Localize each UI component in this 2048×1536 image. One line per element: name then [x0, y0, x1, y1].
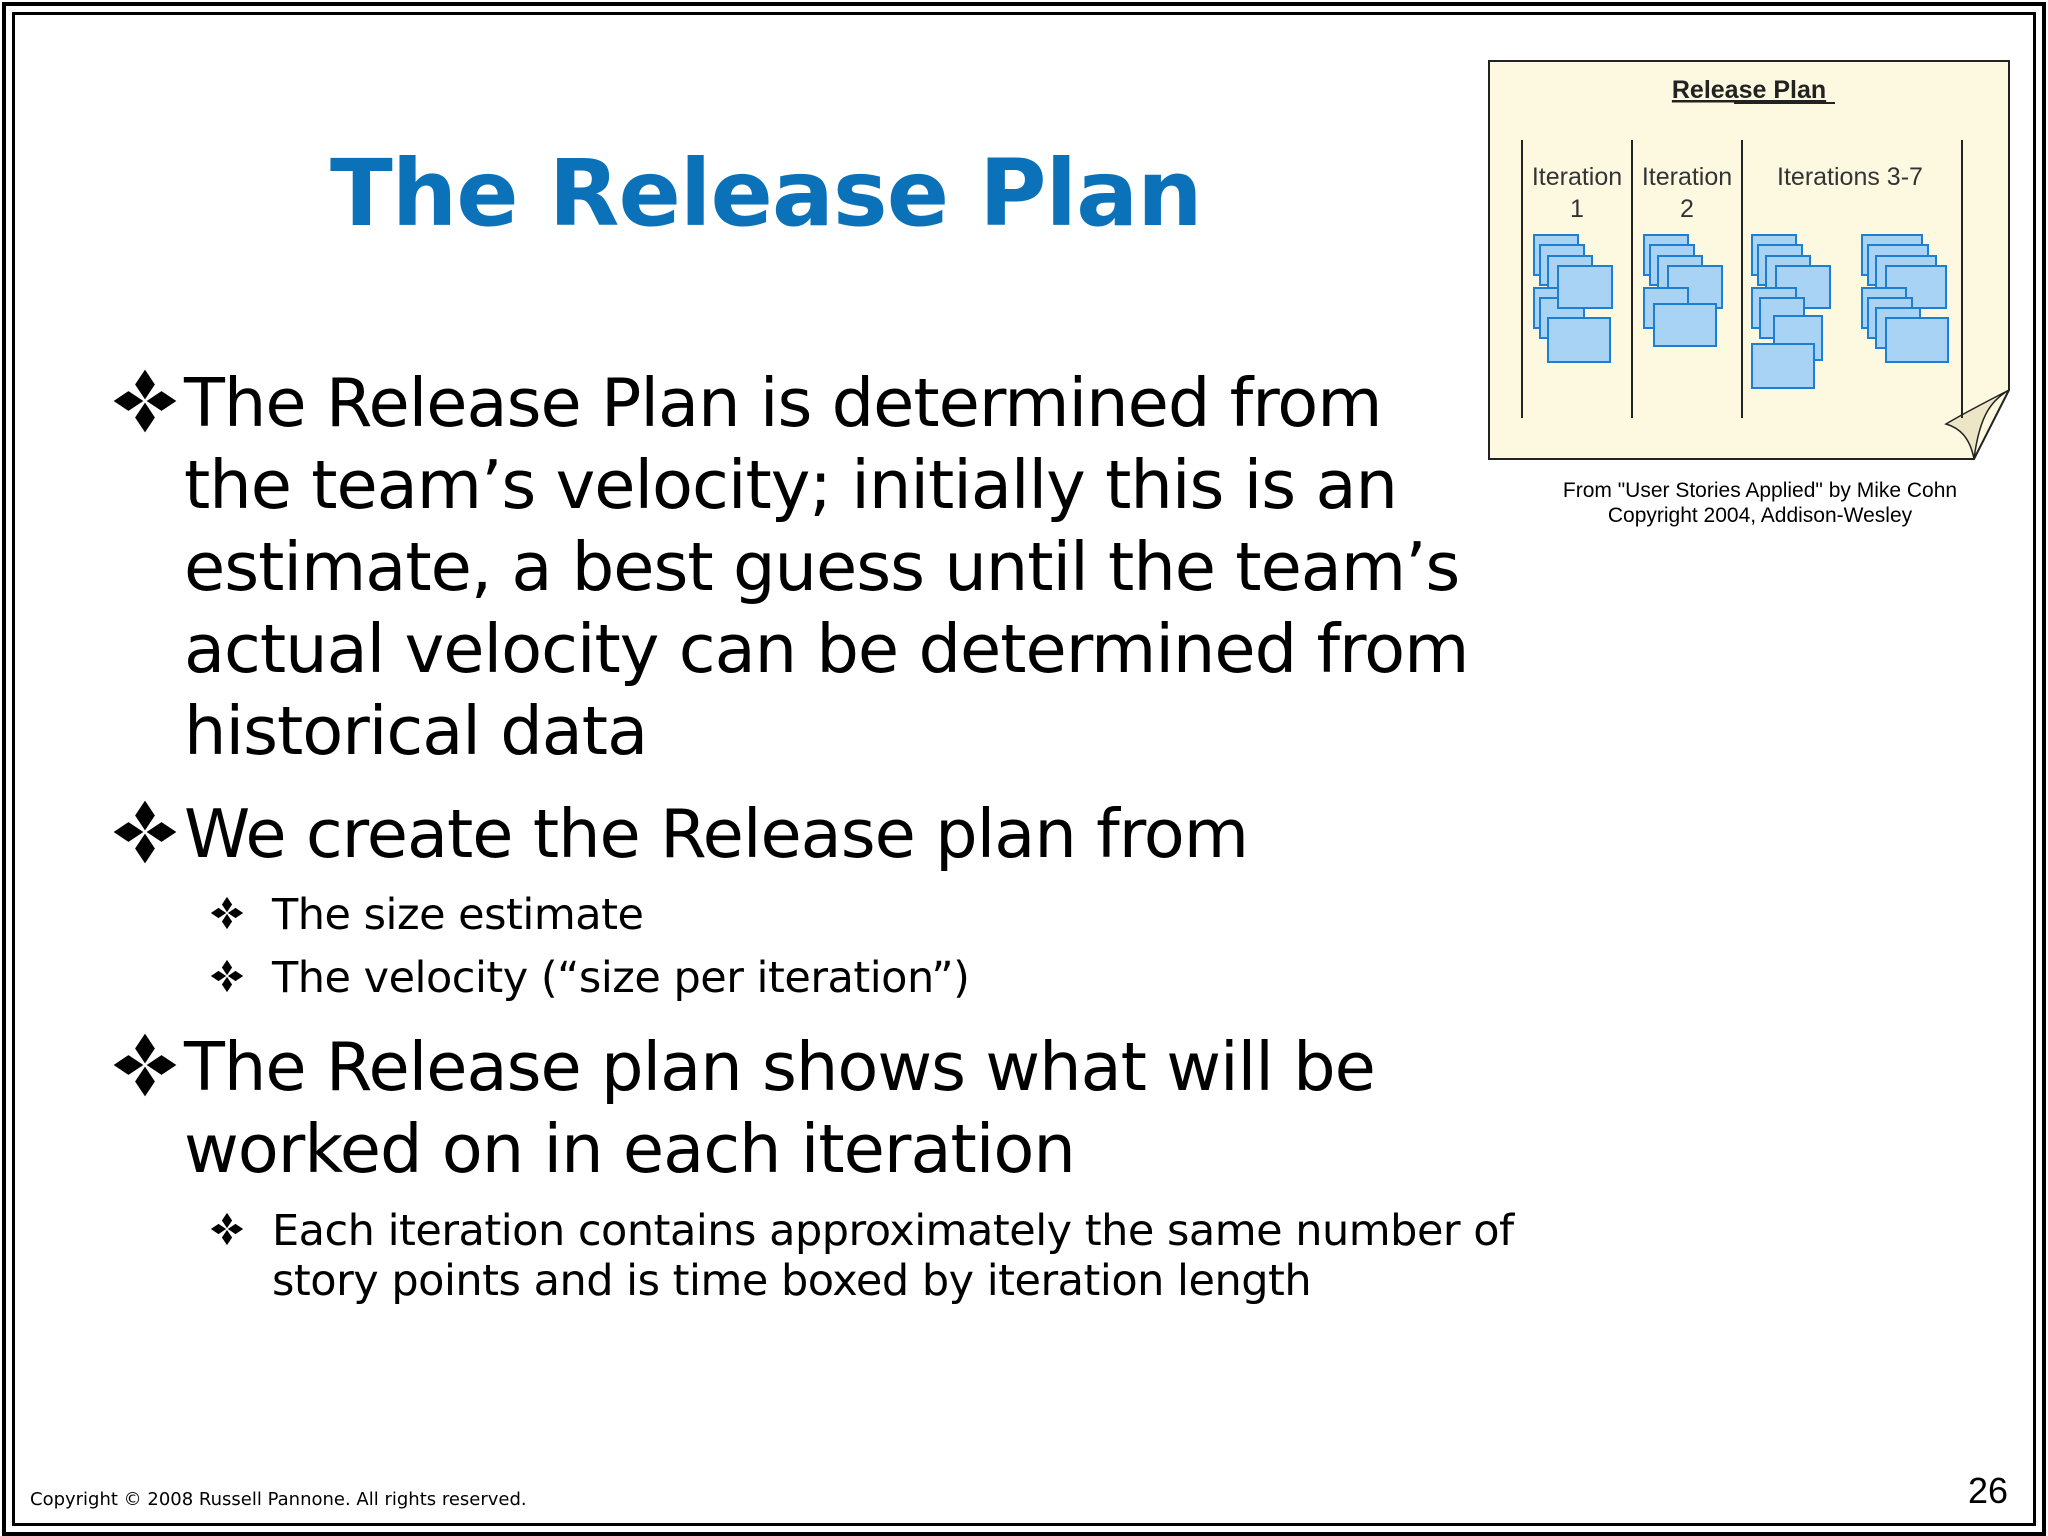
column-label: Iteration: [1642, 163, 1732, 191]
story-card-stack-1: [1533, 234, 1613, 363]
figure-heading: Release Plan: [1672, 76, 1826, 104]
story-card-stack-3: [1751, 234, 1831, 389]
column-label: Iteration: [1532, 163, 1622, 191]
four-diamond-bullet-icon: [113, 800, 177, 864]
bullet-text: The Release plan shows what will be work…: [184, 1026, 1376, 1190]
figure-credit-line: Copyright 2004, Addison-Wesley: [1607, 504, 1913, 527]
sub-bullet-text: The size estimate: [272, 890, 644, 940]
bullet-line: historical data: [184, 692, 648, 770]
page-number: 26: [1967, 1470, 2008, 1511]
page-curl-corner: [1944, 389, 2010, 460]
four-diamond-bullet-icon: [113, 369, 177, 433]
slide-title: The Release Plan: [330, 140, 1203, 247]
bullet-text: The Release Plan is determined from the …: [184, 362, 1469, 772]
four-diamond-bullet-icon: [210, 1212, 244, 1246]
sticky-note-background: [1488, 60, 2010, 460]
story-card-stack-4: [1861, 234, 1949, 363]
column-label: 2: [1680, 195, 1694, 223]
bullet-line: worked on in each iteration: [184, 1110, 1076, 1188]
slide-inner-border: [12, 12, 2036, 1526]
column-label: Iterations 3-7: [1777, 163, 1923, 191]
figure-credit-line: From "User Stories Applied" by Mike Cohn: [1562, 479, 1958, 502]
four-diamond-bullet-icon: [113, 1033, 177, 1097]
release-plan-figure: Release Plan Iteration 1 Iteration 2 Ite…: [1488, 60, 2010, 460]
copyright-footer: Copyright © 2008 Russell Pannone. All ri…: [30, 1489, 527, 1510]
bullet-line: We create the Release plan from: [184, 795, 1249, 873]
bullet-line: The Release plan shows what will be: [184, 1028, 1376, 1106]
figure-credit: From "User Stories Applied" by Mike Cohn…: [1500, 478, 2020, 528]
sub-bullet-text: The velocity (“size per iteration”): [272, 953, 970, 1003]
four-diamond-bullet-icon: [210, 896, 244, 930]
bullet-line: The Release Plan is determined from: [184, 364, 1383, 442]
bullet-text: We create the Release plan from: [184, 793, 1249, 875]
bullet-line: estimate, a best guess until the team’s: [184, 528, 1460, 606]
story-card-stack-2: [1643, 234, 1723, 347]
column-label: 1: [1570, 195, 1584, 223]
four-diamond-bullet-icon: [210, 959, 244, 993]
bullet-line: the team’s velocity; initially this is a…: [184, 446, 1398, 524]
sub-bullet-line: Each iteration contains approximately th…: [272, 1206, 1514, 1256]
bullet-line: actual velocity can be determined from: [184, 610, 1469, 688]
sub-bullet-line: story points and is time boxed by iterat…: [272, 1256, 1312, 1306]
sub-bullet-text: Each iteration contains approximately th…: [272, 1206, 1514, 1306]
